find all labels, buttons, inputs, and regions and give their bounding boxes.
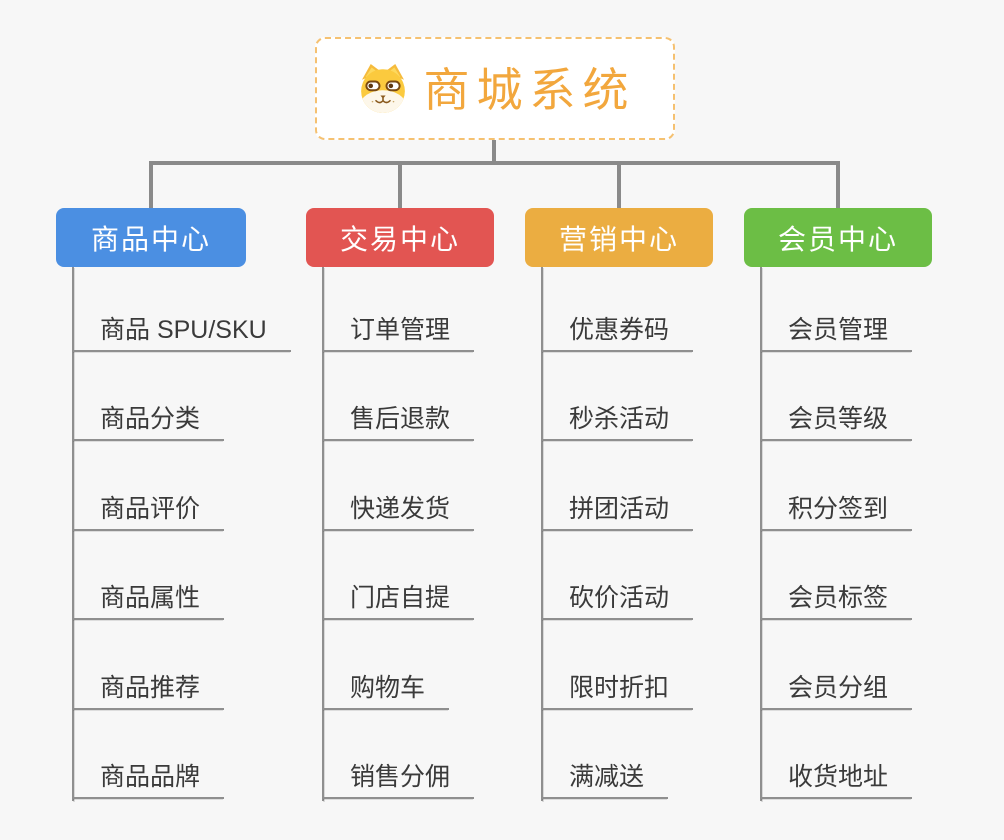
leaf-node[interactable]: 会员管理 <box>760 310 913 352</box>
branch-trunk-line <box>760 267 762 801</box>
branch-label: 营销中心 <box>558 223 679 255</box>
connector-drop-2 <box>398 161 402 208</box>
branch-trunk-line <box>322 267 324 801</box>
leaf-node[interactable]: 秒杀活动 <box>541 399 694 441</box>
connector-drop-1 <box>149 161 153 208</box>
leaf-node[interactable]: 优惠券码 <box>541 310 694 352</box>
leaf-node[interactable]: 商品分类 <box>72 399 225 441</box>
dog-face-icon <box>355 62 411 115</box>
leaf-node[interactable]: 商品推荐 <box>72 668 225 710</box>
leaf-node[interactable]: 会员等级 <box>760 399 913 441</box>
branch-label: 交易中心 <box>339 223 460 255</box>
branch-products: 商品中心 商品 SPU/SKU 商品分类 商品评价 商品属性 商品推荐 商品品牌 <box>56 208 316 808</box>
connector-bus <box>149 161 840 165</box>
leaf-node[interactable]: 销售分佣 <box>322 757 475 799</box>
leaf-node[interactable]: 商品评价 <box>72 489 225 531</box>
leaf-node[interactable]: 限时折扣 <box>541 668 694 710</box>
leaf-node[interactable]: 收货地址 <box>760 757 913 799</box>
branch-trade: 交易中心 订单管理 售后退款 快递发货 门店自提 购物车 销售分佣 <box>306 208 566 808</box>
leaf-node[interactable]: 订单管理 <box>322 310 475 352</box>
branch-node-members[interactable]: 会员中心 <box>744 208 932 267</box>
connector-root-stub <box>492 140 496 165</box>
branch-label: 会员中心 <box>777 223 898 255</box>
branch-node-products[interactable]: 商品中心 <box>56 208 246 267</box>
leaf-node[interactable]: 满减送 <box>541 757 669 799</box>
leaf-node[interactable]: 会员标签 <box>760 578 913 620</box>
leaf-node[interactable]: 砍价活动 <box>541 578 694 620</box>
leaf-node[interactable]: 拼团活动 <box>541 489 694 531</box>
leaf-node[interactable]: 会员分组 <box>760 668 913 710</box>
leaf-node[interactable]: 商品品牌 <box>72 757 225 799</box>
branch-members: 会员中心 会员管理 会员等级 积分签到 会员标签 会员分组 收货地址 <box>744 208 1004 808</box>
branch-node-trade[interactable]: 交易中心 <box>306 208 494 267</box>
branch-trunk-line <box>72 267 74 801</box>
connector-drop-3 <box>617 161 621 208</box>
branch-node-marketing[interactable]: 营销中心 <box>525 208 713 267</box>
branch-trunk-line <box>541 267 543 801</box>
connector-drop-4 <box>836 161 840 208</box>
root-title: 商城系统 <box>423 63 636 116</box>
leaf-node[interactable]: 快递发货 <box>322 489 475 531</box>
leaf-node[interactable]: 售后退款 <box>322 399 475 441</box>
branch-label: 商品中心 <box>90 223 211 255</box>
root-node[interactable]: 商城系统 <box>315 37 675 140</box>
leaf-node[interactable]: 商品属性 <box>72 578 225 620</box>
branch-marketing: 营销中心 优惠券码 秒杀活动 拼团活动 砍价活动 限时折扣 满减送 <box>525 208 785 808</box>
leaf-node[interactable]: 商品 SPU/SKU <box>72 310 291 352</box>
leaf-node[interactable]: 积分签到 <box>760 489 913 531</box>
leaf-node[interactable]: 购物车 <box>322 668 450 710</box>
leaf-node[interactable]: 门店自提 <box>322 578 475 620</box>
